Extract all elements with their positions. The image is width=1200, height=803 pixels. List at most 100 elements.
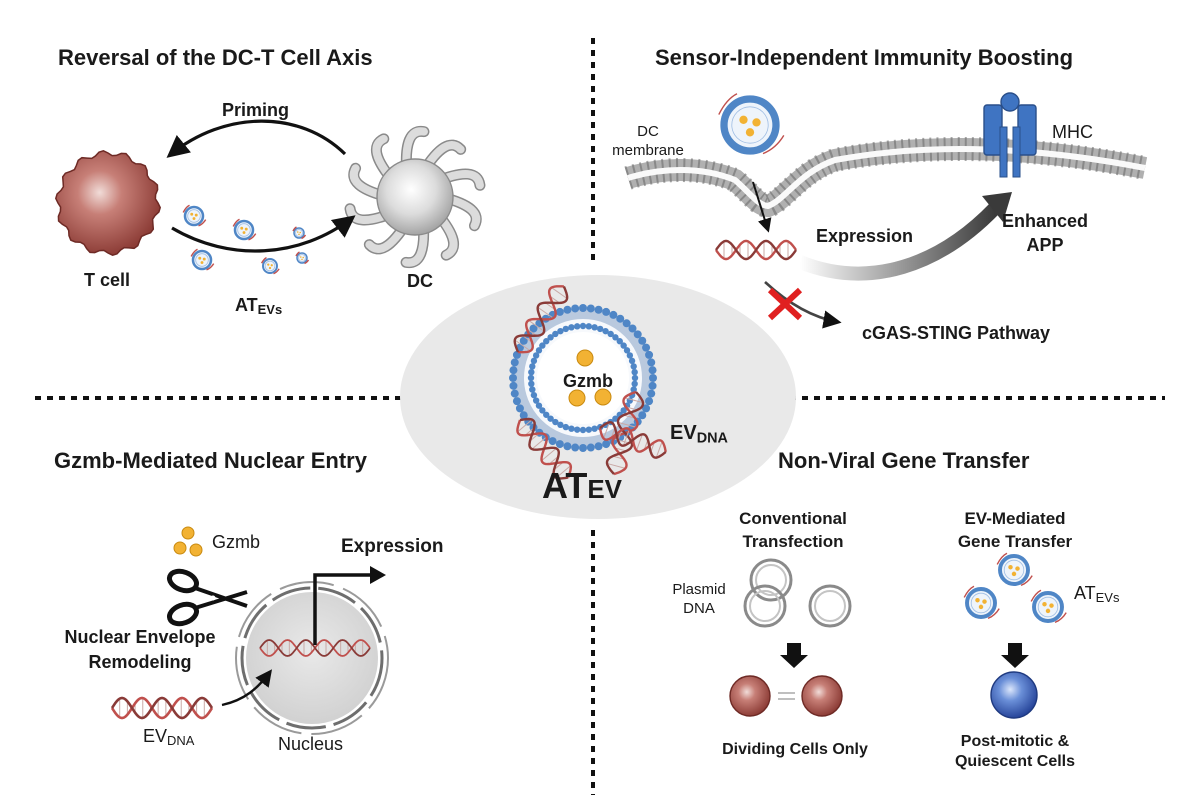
nuclear-envelope [240, 586, 384, 730]
ev-dna-strand [304, 259, 310, 265]
atev-icon [509, 304, 657, 452]
dna-strand [259, 639, 371, 657]
dna-rung [655, 441, 663, 458]
label-conventional-1: Conventional [739, 509, 847, 528]
gzmb-dot [302, 256, 305, 259]
lipid-head [648, 366, 657, 375]
lipid-head [539, 407, 546, 414]
dna-rung [531, 436, 547, 450]
lipid-head [535, 347, 543, 354]
ev-icon [260, 256, 280, 275]
label-envelope-2: Remodeling [88, 652, 192, 672]
membrane-core [627, 146, 1146, 210]
gzmb-dot [1042, 601, 1047, 607]
gzmb-dot [194, 213, 198, 217]
ev-dna-strand [260, 256, 267, 264]
ev-dna-strand [718, 93, 738, 115]
ev-icon [190, 248, 215, 271]
gzmb-dot [752, 118, 761, 127]
atev-icon [1030, 589, 1067, 624]
lipid-head [649, 374, 657, 382]
gzmb-dot [299, 231, 302, 234]
mhc-stalk [1012, 126, 1021, 178]
lipid-head [630, 363, 637, 370]
gzmb-dot [739, 115, 748, 124]
ev-dna-strand [273, 268, 280, 275]
bottom-left-artwork [110, 526, 389, 735]
dna-rung [551, 287, 568, 299]
lipid-head [568, 324, 575, 331]
lipid-head [616, 338, 623, 345]
ev-dna-strand [232, 218, 240, 227]
dna-rung [537, 306, 554, 319]
lipid-head [628, 324, 637, 333]
scissors-handle [166, 568, 200, 594]
title-gzmb-nuclear-entry: Gzmb-Mediated Nuclear Entry [54, 448, 367, 473]
dna-strand [715, 239, 797, 261]
lipid-head [532, 397, 540, 404]
lipid-head [543, 338, 550, 345]
ev-icon [232, 218, 257, 241]
ev-dna-strand [295, 251, 300, 257]
lipid-head [607, 330, 614, 338]
lipid-head [562, 325, 570, 333]
mhc-chain [1017, 104, 1037, 156]
dna-strand [599, 421, 667, 459]
label-dc: DC [407, 271, 433, 291]
down-arrow-icon [1001, 643, 1029, 668]
gzmb-dot [745, 128, 755, 137]
bottom-right-artwork [729, 552, 1067, 719]
lipid-head [645, 397, 654, 406]
dna-rung [614, 447, 627, 452]
label-conventional-2: Transfection [742, 532, 844, 551]
uptake-arrow [752, 181, 772, 233]
label-ev-mediated-1: EV-Mediated [964, 509, 1066, 528]
lipid-head [622, 319, 631, 328]
gzmb-dot [1049, 603, 1054, 608]
atev-icon [996, 552, 1033, 587]
label-post-mitotic-2: Quiescent Cells [954, 753, 1076, 770]
mhc-icon [983, 92, 1037, 178]
lipid-head [638, 411, 647, 420]
lipid-head [631, 374, 639, 382]
label-dividing-cells: Dividing Cells Only [722, 741, 868, 758]
label-enhanced-2: APP [1026, 235, 1064, 255]
gzmb-dot [301, 258, 303, 261]
dividing-cell-icon [801, 675, 843, 717]
dna-rung [606, 462, 626, 469]
top-right-artwork [624, 92, 1148, 329]
dna-strand [513, 285, 569, 353]
label-plasmid-1: Plasmid [672, 581, 726, 598]
lipid-head [528, 368, 535, 376]
gzmb-dot [190, 212, 194, 216]
gzmb-dot [299, 256, 302, 258]
lipid-head [552, 418, 559, 426]
ev-inner [195, 253, 209, 267]
dna-rung [636, 434, 643, 451]
expression-arrowhead [982, 192, 1012, 222]
lipid-head [602, 307, 611, 316]
dna-rung [514, 339, 531, 352]
lipid-head [529, 324, 538, 333]
dna-icon [715, 239, 797, 261]
ev-dna-strand [198, 219, 207, 227]
lipid-head [645, 350, 654, 359]
label-atevs-br: ATEVs [1074, 583, 1120, 606]
label-evdna-center: EVDNA [670, 422, 728, 447]
ev-icon [292, 226, 307, 240]
ev-inner [298, 254, 306, 262]
ev-dna-strand [762, 135, 785, 155]
lipid-head [626, 352, 634, 359]
gzmb-dot [192, 217, 196, 220]
lipid-head [631, 368, 638, 376]
ev-dna-strand [987, 608, 1000, 620]
ev-dna-strand [1020, 575, 1033, 587]
lipid-head [510, 389, 519, 398]
dna-rung [617, 421, 637, 428]
lipid-head [563, 305, 572, 314]
priming-arrow [166, 119, 347, 158]
label-atevs: ATEVs [235, 295, 283, 318]
lipid-head [602, 327, 609, 335]
ev-dna-strand [963, 585, 975, 598]
